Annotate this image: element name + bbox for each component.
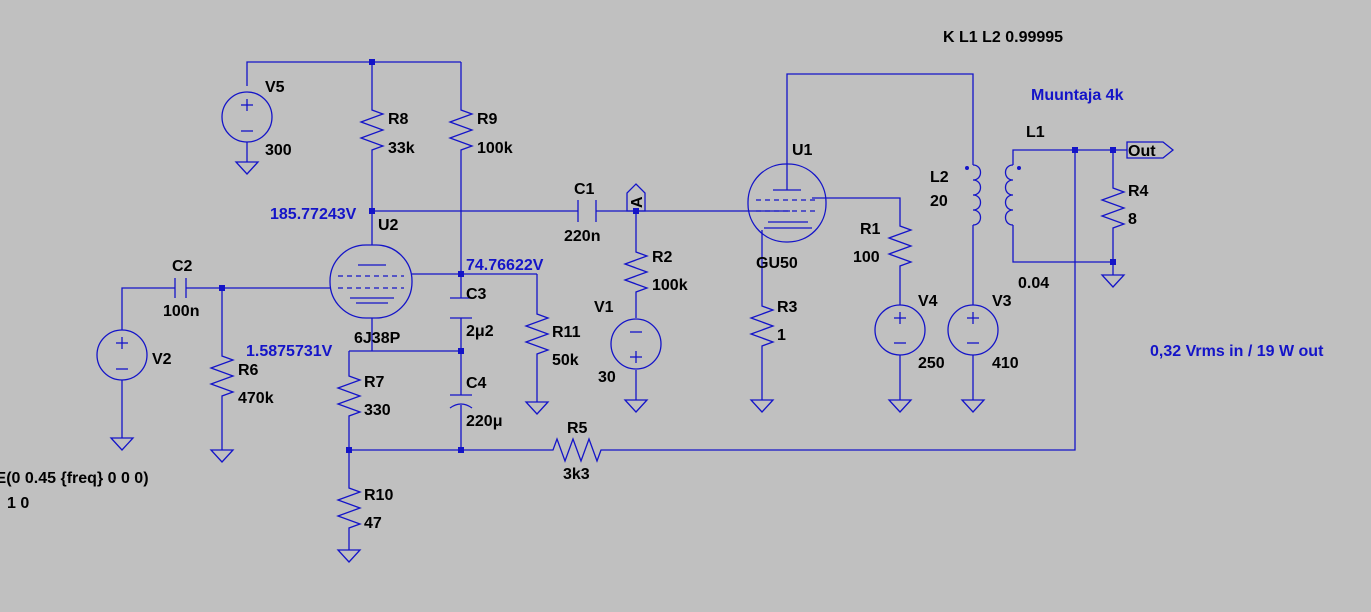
resistor-r6 — [209, 344, 235, 408]
summary-note: 0,32 Vrms in / 19 W out — [1150, 343, 1324, 360]
voltage-screen-u2: 74.76622V — [466, 257, 544, 274]
capacitors — [174, 200, 597, 409]
label-v4: V4 — [918, 293, 938, 310]
voltage-plate-u2: 185.77243V — [270, 206, 357, 223]
resistor-r5 — [545, 437, 605, 463]
voltage-sources — [96, 91, 999, 381]
label-v1: V1 — [594, 299, 614, 316]
transformer — [965, 164, 1021, 226]
value-c1: 220n — [564, 228, 600, 245]
value-r1: 100 — [853, 249, 880, 266]
label-r6: R6 — [238, 362, 259, 379]
value-r5: 3k3 — [563, 466, 590, 483]
label-r9: R9 — [477, 111, 498, 128]
source-v2 — [96, 329, 148, 381]
source-v3 — [947, 304, 999, 356]
label-c4: C4 — [466, 375, 487, 392]
source-v4 — [874, 304, 926, 356]
value-r7: 330 — [364, 402, 391, 419]
value-u2: 6J38P — [354, 330, 401, 347]
inductor-l2 — [972, 164, 982, 226]
label-c1: C1 — [574, 181, 595, 198]
value-c2: 100n — [163, 303, 199, 320]
value-u1: GU50 — [756, 255, 798, 272]
value-r10: 47 — [364, 515, 382, 532]
resistor-r2 — [623, 240, 649, 300]
value-r11: 50k — [552, 352, 579, 369]
label-c2: C2 — [172, 258, 193, 275]
wires — [121, 61, 1127, 550]
source-v1 — [610, 318, 662, 370]
tube-u1 — [747, 163, 827, 243]
value-r3: 1 — [777, 327, 786, 344]
resistor-r8 — [359, 102, 385, 158]
out-port-shape — [1126, 141, 1175, 159]
value-l2: 20 — [930, 193, 948, 210]
label-r10: R10 — [364, 487, 393, 504]
label-u1: U1 — [792, 142, 813, 159]
label-v2: V2 — [152, 351, 172, 368]
label-r4: R4 — [1128, 183, 1149, 200]
label-v5: V5 — [265, 79, 285, 96]
out-port-label: Out — [1128, 143, 1156, 160]
value-r2: 100k — [652, 277, 688, 294]
value-l1: 0.04 — [1018, 275, 1049, 292]
resistor-r9 — [448, 102, 474, 158]
value-v1: 30 — [598, 369, 616, 386]
label-c3: C3 — [466, 286, 487, 303]
value-r6: 470k — [238, 390, 274, 407]
coupling-directive: K L1 L2 0.99995 — [943, 29, 1063, 46]
resistor-r10 — [336, 475, 362, 540]
resistor-r3 — [749, 296, 775, 350]
inductor-l1 — [1004, 164, 1014, 226]
value-v4: 250 — [918, 355, 945, 372]
label-r3: R3 — [777, 299, 798, 316]
tube-u2 — [329, 244, 413, 319]
net-flag-a: A — [629, 196, 646, 208]
source-v5 — [221, 91, 273, 143]
resistor-r1 — [887, 215, 913, 275]
label-l1: L1 — [1026, 124, 1045, 141]
label-u2: U2 — [378, 217, 399, 234]
source-spec-line-1: NE(0 0.45 {freq} 0 0 0) — [0, 470, 149, 487]
value-r8: 33k — [388, 140, 415, 157]
label-r2: R2 — [652, 249, 673, 266]
resistors — [209, 102, 1126, 540]
value-r4: 8 — [1128, 211, 1137, 228]
label-r8: R8 — [388, 111, 409, 128]
value-c4: 220μ — [466, 413, 502, 430]
voltage-cathode-u2: 1.5875731V — [246, 343, 333, 360]
net-flag-a-shape — [626, 183, 646, 212]
label-r11: R11 — [552, 324, 581, 341]
source-spec-line-2: 1 0 — [7, 495, 29, 512]
ground-symbols — [109, 161, 1126, 563]
resistor-r7 — [336, 362, 362, 428]
value-r9: 100k — [477, 140, 513, 157]
value-v3: 410 — [992, 355, 1019, 372]
label-l2: L2 — [930, 169, 949, 186]
label-v3: V3 — [992, 293, 1012, 310]
label-r5: R5 — [567, 420, 588, 437]
resistor-r4 — [1100, 180, 1126, 230]
value-c3: 2μ2 — [466, 323, 494, 340]
resistor-r11 — [524, 306, 550, 372]
label-r7: R7 — [364, 374, 385, 391]
transformer-title: Muuntaja 4k — [1031, 87, 1124, 104]
label-r1: R1 — [860, 221, 881, 238]
value-v5: 300 — [265, 142, 292, 159]
